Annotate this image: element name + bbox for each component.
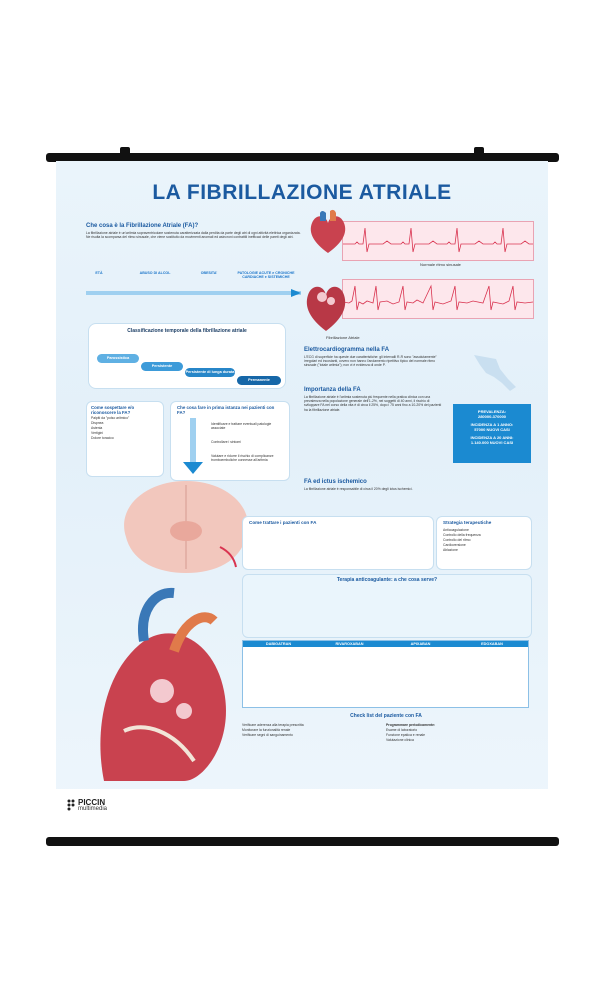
stat-incidence20-value: 1.140.000 NUOVI CASI [470, 440, 514, 445]
recognize-item-1: Palpiti da "polso aritmico" [91, 416, 130, 420]
anticoagulant-box: Terapia anticoagulante: a che cosa serve… [242, 574, 532, 638]
poster-title: LA FIBRILLAZIONE ATRIALE [152, 181, 452, 204]
logo-name: PICCIN [78, 798, 106, 807]
first-steps-box: Che cosa fare in prima istanza nei pazie… [170, 401, 290, 481]
section-heading-ecg: Elettrocardiogramma nella FA [304, 347, 390, 353]
strategy-item-1: Anticoagulazione [443, 528, 469, 532]
logo-sub: multimedia [78, 806, 108, 812]
drug-table: DABIGATRAN RIVAROXABAN APIXABAN EDOXABAN [242, 640, 529, 708]
recognize-item-3: Astenia [91, 426, 103, 430]
section-heading-importance: Importanza della FA [304, 387, 361, 393]
heart-illustration-af [302, 277, 350, 333]
checklist-right-1: Esame di laboratorio [386, 728, 418, 732]
classification-box: Classificazione temporale della fibrilla… [88, 323, 286, 389]
bottom-rail [46, 837, 559, 846]
heart-anatomy-illustration [84, 581, 234, 781]
section-body-stroke: La fibrillazione atriale è responsabile … [304, 487, 413, 491]
poster: LA FIBRILLAZIONE ATRIALE Che cosa è la F… [56, 161, 548, 837]
ecg-strip-af [342, 279, 534, 319]
stats-box: PREVALENZA: 280000-370000 INCIDENZA A 1 … [453, 404, 531, 463]
treatment-box: Come trattare i pazienti con FA [242, 516, 434, 570]
section-heading-strategy: Strategia terapeutiche [443, 520, 492, 525]
table-header-dabigatran: DABIGATRAN [243, 641, 314, 647]
section-heading-treatment: Come trattare i pazienti con FA [249, 520, 317, 525]
ecg-label-af: Fibrillazione Atriale [326, 335, 360, 340]
stat-incidence20-label: INCIDENZA A 20 ANNI: [470, 435, 514, 440]
timeline-label-obesity: OBESITA' [200, 271, 218, 275]
strategy-box: Strategia terapeutiche Anticoagulazione … [436, 516, 532, 570]
ecg-strip-normal [342, 221, 534, 261]
section-body-importance: La fibrillazione atriale è l'aritmia sos… [304, 395, 442, 412]
checklist-right-heading: Programmare periodicamente: [386, 723, 436, 727]
strategy-item-5: Ablazione [443, 548, 458, 552]
stat-prevalence-label: PREVALENZA: [477, 409, 507, 414]
risk-factor-timeline [86, 284, 301, 297]
recognize-box: Come sospettare e/o riconoscere la FA? P… [86, 401, 164, 477]
section-body-ecg: L'ECG di superficie ha queste due caratt… [304, 355, 437, 368]
table-header-rivaroxaban: RIVAROXABAN [314, 641, 385, 647]
section-heading-stroke: FA ed ictus ischemico [304, 479, 367, 485]
table-header-apixaban: APIXABAN [385, 641, 456, 647]
heart-illustration-top [306, 209, 350, 255]
italy-map-icon [456, 351, 526, 401]
checklist-left-3: Verificare segni di sanguinamento [242, 733, 293, 737]
ecg-label-normal: Normale ritmo sinusale [420, 262, 461, 267]
stat-prevalence-value: 280000-370000 [477, 414, 507, 419]
first-steps-item-1: Identificare e trattare eventuali patolo… [211, 422, 272, 431]
strategy-item-3: Controllo del ritmo [443, 538, 471, 542]
first-steps-item-3: Valutare e ridurre il rischio di complic… [211, 454, 274, 463]
table-header-edoxaban: EDOXABAN [456, 641, 528, 647]
top-rail [46, 153, 559, 162]
brain-illustration [116, 477, 256, 581]
recognize-item-4: Vertigini [91, 431, 104, 435]
first-steps-item-2: Controllare i sintomi [211, 440, 241, 444]
strategy-item-4: Cardioversione [443, 543, 466, 547]
stat-incidence1-value: 57000 NUOVI CASI [474, 427, 510, 432]
recognize-item-2: Dispnea [91, 421, 104, 425]
section-heading-first-steps: Che cosa fare in prima istanza nei pazie… [177, 405, 275, 415]
class-pill-long-persistent: Persistente di lunga durata [185, 368, 235, 377]
piccin-logo-icon [66, 798, 76, 812]
timeline-label-pathologies: PATOLOGIE ACUTE e CRONICHE CARDIACHE e S… [237, 271, 295, 279]
timeline-label-alcohol: ABUSO DI ALCOL [139, 271, 171, 275]
down-arrow-icon [183, 418, 203, 474]
class-pill-persistent: Persistente [141, 362, 183, 371]
checklist-left-2: Monitorare la funzionalità renale [242, 728, 291, 732]
timeline-label-age: ETÀ [95, 271, 103, 275]
footer-strip [56, 789, 548, 837]
section-heading-what-is: Che cosa è la Fibrillazione Atriale (FA)… [86, 223, 199, 229]
strategy-item-2: Controllo della frequenza [443, 533, 481, 537]
section-heading-anticoagulant: Terapia anticoagulante: a che cosa serve… [336, 577, 438, 583]
section-body-what-is: La fibrillazione atriale è un'aritmia so… [86, 231, 301, 240]
checklist-left-1: Verificare aderenza alla terapia prescri… [242, 723, 304, 727]
classification-title: Classificazione temporale della fibrilla… [127, 328, 247, 334]
checklist-right-3: Valutazione clinica [386, 738, 414, 742]
stat-incidence1-label: INCIDENZA A 1 ANNO: [470, 422, 514, 427]
class-pill-permanent: Permanente [237, 376, 281, 385]
section-heading-recognize: Come sospettare e/o riconoscere la FA? [91, 405, 135, 415]
checklist-right-2: Funzione epatica e renale [386, 733, 426, 737]
class-pill-paroxysmal: Parossistica [97, 354, 139, 363]
recognize-item-5: Dolore toracico [91, 436, 114, 440]
section-heading-checklist: Check list del paziente con FA [350, 713, 422, 719]
